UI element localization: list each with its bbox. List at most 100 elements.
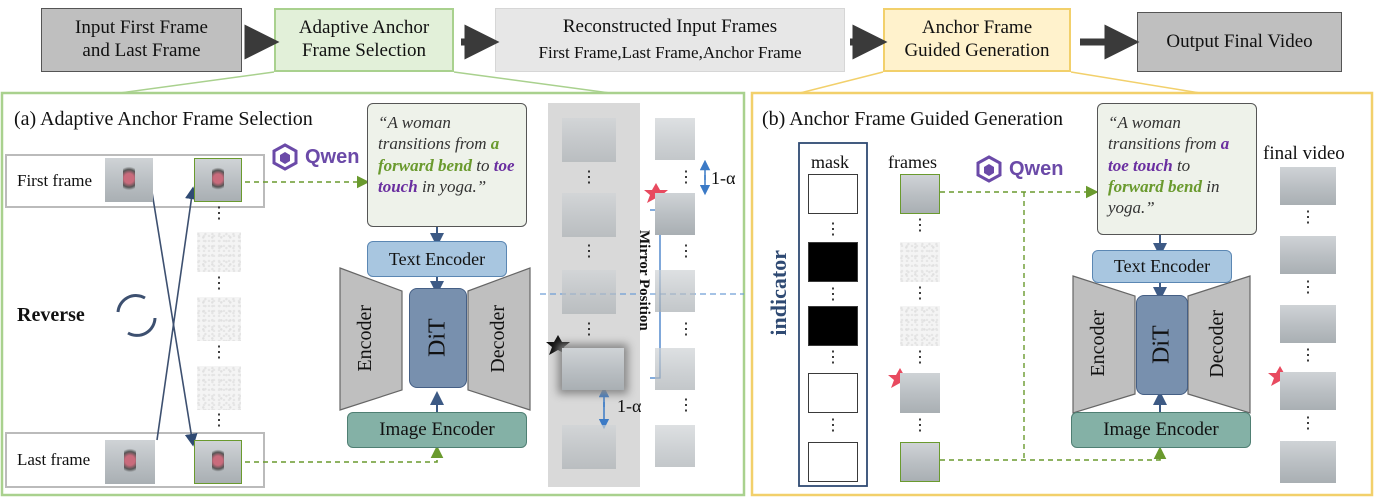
noise-frame	[197, 232, 241, 272]
prompt-text-a: “A woman transitions from a forward bend…	[378, 113, 515, 196]
mask-label: mask	[811, 152, 849, 172]
dots: ⋮	[581, 169, 597, 186]
panel-b-border	[750, 91, 1374, 497]
input-first-last-box: Input First Frame and Last Frame	[41, 8, 242, 72]
dots: ⋮	[912, 349, 928, 366]
right-frame	[655, 118, 695, 160]
mask-cell-black	[808, 242, 858, 282]
strip-anchor-frame	[562, 348, 624, 390]
first-frame-thumb-2	[194, 158, 242, 202]
dots: ⋮	[678, 321, 694, 338]
text-encoder-a: Text Encoder	[367, 241, 507, 277]
last-frame-label: Last frame	[17, 450, 91, 469]
panel-a-title: (a) Adaptive Anchor Frame Selection	[14, 108, 313, 130]
reverse-icon	[116, 294, 157, 337]
dots: ⋮	[1300, 209, 1316, 226]
dit-block-b: DiT	[1136, 295, 1188, 395]
frame-last	[900, 442, 940, 482]
indicator-label: indicator	[766, 250, 791, 336]
dots: ⋮	[678, 243, 694, 260]
panel-b-title: (b) Anchor Frame Guided Generation	[762, 108, 1064, 130]
image-encoder-a: Image Encoder	[347, 412, 527, 448]
dots: ⋮	[211, 275, 227, 292]
right-frame	[655, 270, 695, 312]
video-frame	[1280, 305, 1336, 343]
strip-frame	[562, 193, 616, 237]
dots: ⋮	[581, 321, 597, 338]
reverse-label: Reverse	[17, 304, 85, 326]
text-encoder-b: Text Encoder	[1092, 250, 1232, 283]
first-frame-thumb	[105, 158, 153, 202]
indicator-column	[798, 142, 868, 487]
dots: ⋮	[912, 217, 928, 234]
reconstructed-subtitle: First Frame,Last Frame,Anchor Frame	[538, 43, 802, 63]
qwen-label-a: Qwen	[305, 145, 360, 168]
dots: ⋮	[678, 397, 694, 414]
encoder-shape-b	[1072, 275, 1136, 414]
output-final-video-box: Output Final Video	[1137, 12, 1342, 72]
mask-cell	[808, 174, 858, 214]
decoder-label-b: Decoder	[1206, 310, 1228, 378]
noise-frame	[197, 297, 241, 341]
encoder-label-b: Encoder	[1087, 310, 1109, 377]
first-frame-label: First frame	[17, 171, 93, 190]
decoder-shape-a	[467, 267, 531, 411]
video-frame	[1280, 167, 1336, 205]
noise-frame	[197, 366, 241, 410]
dots: ⋮	[912, 417, 928, 434]
dots: ⋮	[825, 349, 841, 366]
alpha-bottom-label: 1-α	[617, 396, 642, 416]
dots: ⋮	[581, 243, 597, 260]
mask-cell	[808, 442, 858, 482]
right-frame	[655, 425, 695, 467]
dots: ⋮	[825, 417, 841, 434]
adaptive-anchor-box: Adaptive Anchor Frame Selection	[274, 8, 454, 72]
decoder-shape-b	[1187, 275, 1251, 414]
panel-b-dashed	[940, 185, 1167, 461]
dots: ⋮	[211, 412, 227, 429]
encoder-shape-a	[339, 267, 403, 411]
dots: ⋮	[912, 285, 928, 302]
video-frame-anchor	[1280, 372, 1336, 410]
dots: ⋮	[1300, 415, 1316, 432]
qwen-icon	[272, 143, 298, 171]
panel-a-dashed	[245, 175, 444, 463]
frames-label: frames	[888, 152, 937, 172]
right-frame	[655, 348, 695, 390]
dots: ⋮	[211, 205, 227, 222]
mask-cell	[808, 373, 858, 413]
alpha-top-label: 1-α	[711, 168, 736, 188]
final-video-label: final video	[1263, 143, 1345, 164]
qwen-label-b: Qwen	[1009, 157, 1064, 180]
prompt-scroll-a: “A woman transitions from a forward bend…	[367, 103, 527, 227]
dots: ⋮	[678, 169, 694, 186]
frame-first	[900, 174, 940, 214]
image-encoder-b: Image Encoder	[1071, 412, 1251, 448]
prompt-scroll-b: “A woman transitions from a toe touch to…	[1097, 103, 1257, 235]
noise-frame	[900, 306, 940, 346]
dots: ⋮	[825, 286, 841, 303]
encoder-label-a: Encoder	[354, 305, 376, 372]
prompt-text-b: “A woman transitions from a toe touch to…	[1108, 113, 1230, 217]
strip-frame	[562, 270, 616, 314]
video-frame	[1280, 236, 1336, 274]
strip-frame	[562, 118, 616, 162]
reconstructed-title: Reconstructed Input Frames	[562, 16, 778, 38]
dots: ⋮	[825, 221, 841, 238]
qwen-logo-a: Qwen	[271, 143, 359, 171]
video-frame	[1280, 441, 1336, 483]
reverse-cross-arrows	[151, 186, 198, 447]
reconstructed-frames-box: Reconstructed Input Frames First Frame,L…	[495, 8, 845, 72]
last-frame-thumb-2	[194, 440, 242, 484]
qwen-icon	[976, 155, 1002, 183]
right-frame-mirror	[655, 193, 695, 235]
strip-frame	[562, 425, 616, 469]
decoder-label-a: Decoder	[487, 305, 509, 373]
last-frame-thumb	[105, 440, 155, 484]
funnel-lines	[119, 71, 1201, 94]
anchor-guided-box: Anchor Frame Guided Generation	[883, 8, 1071, 72]
dots: ⋮	[211, 344, 227, 361]
dots: ⋮	[1300, 279, 1316, 296]
mirror-position-label: Mirror Position	[636, 230, 652, 331]
